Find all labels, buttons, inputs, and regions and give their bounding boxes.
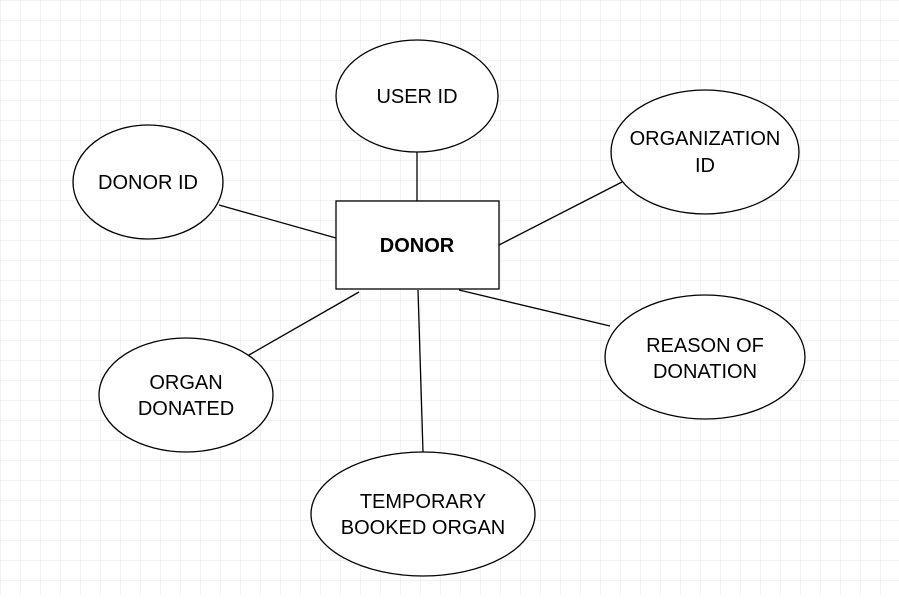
attribute-label-line-2: BOOKED ORGAN	[341, 517, 505, 539]
attribute-ellipse	[72, 124, 224, 240]
attribute-label-line-1: REASON OF	[646, 335, 764, 357]
attribute-ellipse	[604, 294, 806, 420]
attribute-temporary-booked-organ[interactable]: TEMPORARY BOOKED ORGAN	[310, 451, 536, 577]
attribute-ellipse	[610, 89, 800, 215]
attribute-label-line-1: ORGANIZATION	[630, 128, 781, 150]
edge-organization-id	[498, 181, 623, 246]
attribute-donor-id[interactable]: DONOR ID	[72, 124, 224, 240]
edge-organ-donated	[248, 291, 360, 356]
entity-donor[interactable]: DONOR	[335, 200, 500, 290]
attribute-ellipse	[310, 451, 536, 577]
attribute-organ-donated[interactable]: ORGAN DONATED	[98, 337, 274, 453]
attribute-label: DONOR ID	[98, 172, 198, 194]
attribute-ellipse	[335, 39, 499, 153]
attribute-label-line-1: ORGAN	[149, 372, 222, 394]
attribute-label-line-2: DONATION	[653, 361, 757, 383]
edge-reason-of-donation	[458, 289, 611, 327]
attribute-user-id[interactable]: USER ID	[335, 39, 499, 153]
connectors	[218, 152, 623, 453]
edge-donor-id	[218, 204, 337, 239]
entity-label: DONOR	[380, 235, 455, 257]
attribute-label-line-2: ID	[695, 155, 715, 177]
attribute-organization-id[interactable]: ORGANIZATION ID	[610, 89, 800, 215]
attribute-label-line-2: DONATED	[138, 398, 234, 420]
attribute-label-line-1: TEMPORARY	[360, 491, 486, 513]
attribute-reason-of-donation[interactable]: REASON OF DONATION	[604, 294, 806, 420]
edge-temporary-booked-organ	[417, 289, 424, 453]
attribute-label: USER ID	[376, 86, 457, 108]
attribute-ellipse	[98, 337, 274, 453]
entity-box	[335, 200, 500, 290]
